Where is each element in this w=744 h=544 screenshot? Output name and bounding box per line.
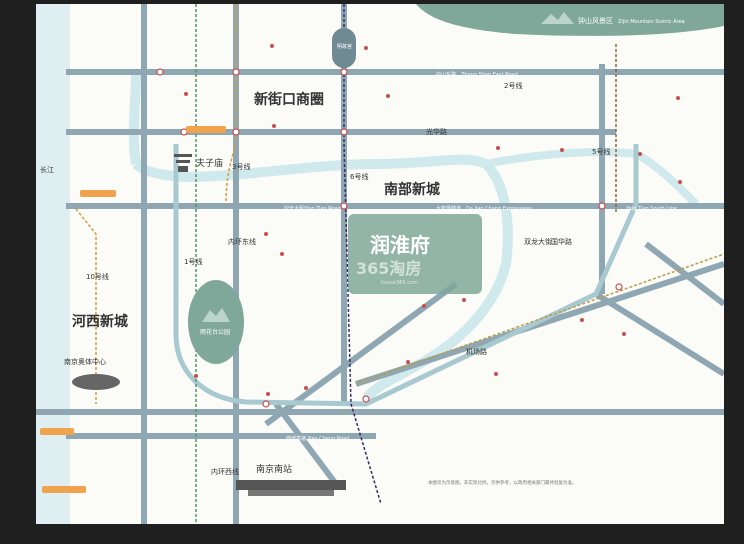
- metro-line6-label: 6号线: [350, 172, 368, 181]
- metro-line2-label: 2号线: [504, 81, 522, 90]
- metro-line5-label: 5号线: [592, 147, 610, 156]
- olympic-label: 南京奥体中心: [64, 357, 106, 366]
- yingtian-south-label: Ying Tian South Line: [625, 206, 677, 212]
- orange-tag-3: [42, 486, 86, 493]
- hexi-label: 河西新城: [72, 313, 128, 330]
- zhongshan-east-road-en-label: Zhong Shan East Road: [461, 72, 518, 78]
- inner-ring-east-label: 内环东线: [228, 237, 256, 246]
- ring-expressway-label: 绕城高速: [286, 435, 306, 442]
- shuangqiao-road-label: 双龙大街: [524, 237, 552, 246]
- mountain-icon: [541, 12, 574, 24]
- yingtian-road-en-label: Ying Tian Road: [303, 206, 341, 212]
- project-watermark-url: house365.com: [381, 280, 418, 286]
- nanbu-label: 南部新城: [384, 181, 440, 198]
- dajiaochang-label: 大校场隧道: [436, 205, 461, 212]
- project-block: [348, 214, 482, 294]
- fuzimiao-label: 夫子庙: [196, 157, 223, 169]
- station-icon: [236, 480, 346, 496]
- orange-tag-2: [40, 428, 74, 435]
- yingtian-road-label: 应天大街: [284, 205, 304, 212]
- stadium-icon: [72, 374, 120, 390]
- ring-expressway-en-label: Rao Cheng Road: [308, 436, 349, 442]
- metro-line10-label: 10号线: [86, 272, 109, 281]
- yangtze-river: [36, 4, 70, 524]
- poi-markers: [184, 44, 682, 396]
- project-name: 润淮府: [370, 233, 430, 257]
- airport-road-label: 机场路: [466, 347, 487, 356]
- zhongshan-east-road-label: 中山东路: [436, 71, 456, 78]
- metro-line1-label: 1号线: [184, 257, 202, 266]
- zhongshan-scenic-label: 钟山风景区: [578, 16, 613, 25]
- guanghua-road-label: 光华路: [426, 127, 447, 136]
- zhongshan-scenic-en-label: Zijin Mountain Scenic Area: [618, 19, 685, 25]
- location-map: 钟山风景区 Zijin Mountain Scenic Area 中山东路 Zh…: [36, 4, 724, 524]
- footnote: 本图仅为示意图，非实际比例，仅供参考，以政府相关部门最终批复为准。: [428, 479, 577, 486]
- park-mountain-icon: [202, 308, 230, 322]
- guohua-road-label: 国华路: [551, 237, 572, 246]
- river-west-bend: [128, 73, 141, 165]
- orange-tag-4: [186, 126, 226, 133]
- qinhuai-river-east: [485, 148, 699, 207]
- yuhuatai-label: 雨花台公园: [200, 328, 230, 336]
- dajiaochang-en-label: Da Jiao Chang Expressway: [466, 206, 532, 212]
- mingguanggong-label: 明故宫: [337, 43, 352, 50]
- orange-tag-1: [80, 190, 116, 197]
- pagoda-icon: [174, 154, 192, 172]
- nanjing-south-label: 南京南站: [256, 463, 292, 475]
- xinjiekou-label: 新街口商圈: [254, 91, 324, 108]
- inner-ring-west-label: 内环西线: [211, 467, 239, 476]
- qinhuai-river: [132, 154, 513, 403]
- map-canvas: 钟山风景区 Zijin Mountain Scenic Area 中山东路 Zh…: [36, 4, 724, 524]
- mingguanggong-badge: [332, 28, 356, 68]
- project-watermark: 365淘房: [356, 259, 421, 278]
- yangtze-label: 长江: [40, 165, 54, 174]
- inner-ring: [173, 144, 639, 407]
- metro-line3-label: 3号线: [232, 162, 250, 171]
